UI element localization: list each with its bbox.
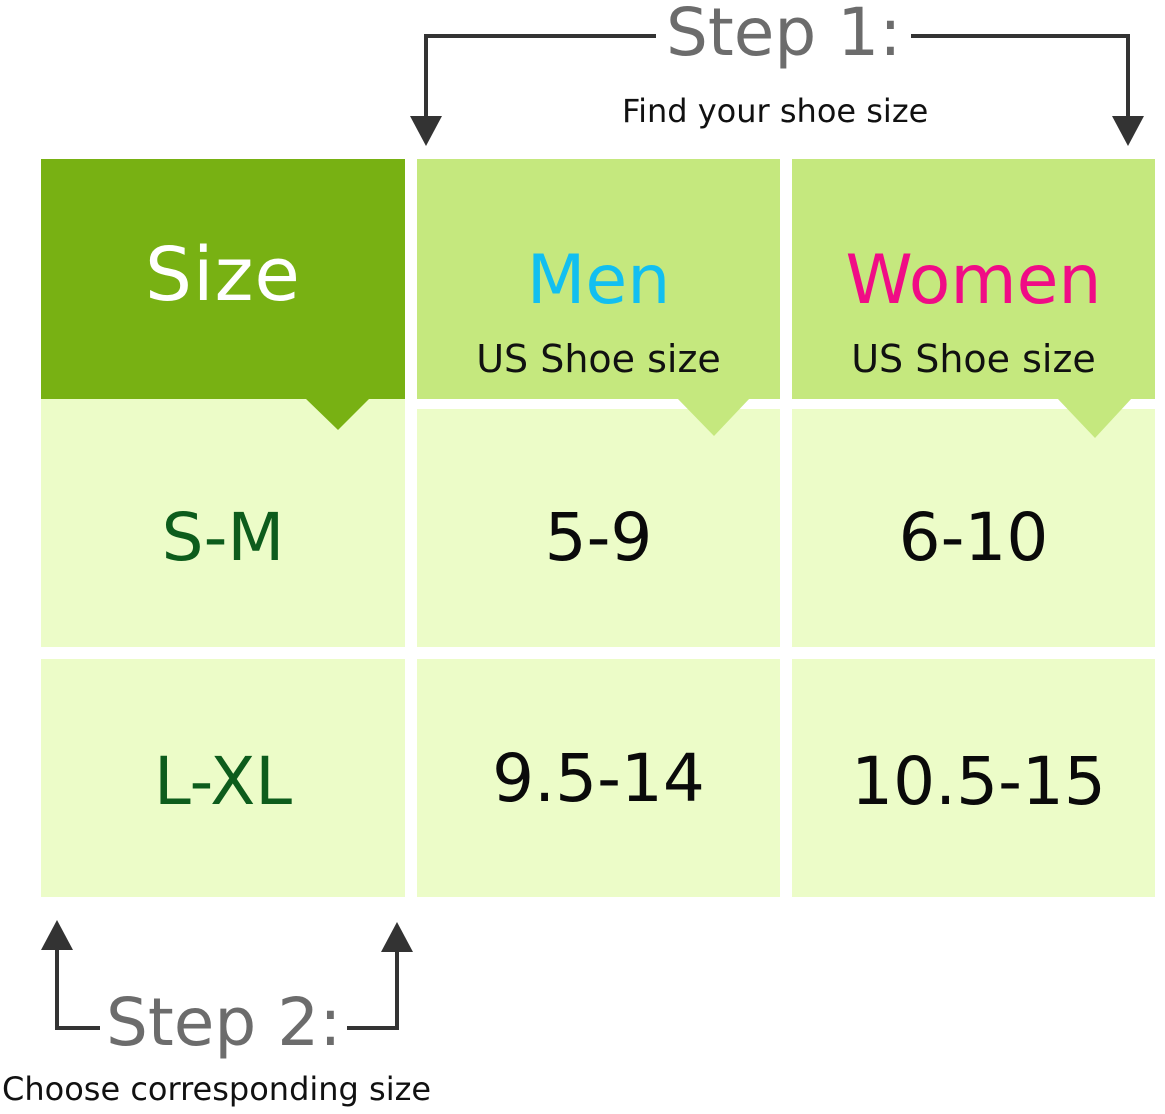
step1-description: Find your shoe size	[622, 92, 929, 130]
size-header: Size	[41, 159, 405, 399]
women-header: Women US Shoe size	[792, 159, 1155, 399]
men-header: Men US Shoe size	[417, 159, 780, 399]
row-1-size-cell: S-M	[41, 399, 405, 647]
row-2-men: 9.5-14	[492, 739, 705, 817]
women-header-title: Women	[845, 241, 1102, 320]
row-2-men-cell: 9.5-14	[417, 659, 780, 897]
header-pointer-icons	[305, 398, 1132, 438]
row-2-women: 10.5-15	[851, 742, 1106, 820]
row-1-men-cell: 5-9	[417, 409, 780, 647]
row-1-women: 6-10	[898, 498, 1049, 576]
men-header-subtitle: US Shoe size	[476, 337, 721, 381]
step2-title: Step 2:	[100, 990, 348, 1056]
size-header-label: Size	[145, 232, 301, 318]
row-1-women-cell: 6-10	[792, 409, 1155, 647]
row-2-women-cell: 10.5-15	[792, 659, 1155, 897]
step2-bracket-arrow-icon	[41, 920, 413, 1030]
row-2-size: L-XL	[153, 742, 293, 820]
women-header-subtitle: US Shoe size	[851, 337, 1096, 381]
row-1-men: 5-9	[544, 498, 653, 576]
step1-bracket-arrow-icon	[410, 34, 1144, 146]
step1-title: Step 1:	[656, 0, 912, 66]
row-2-size-cell: L-XL	[41, 659, 405, 897]
step2-description: Choose corresponding size	[2, 1070, 432, 1108]
row-1-size: S-M	[161, 498, 285, 576]
men-header-title: Men	[526, 241, 671, 320]
